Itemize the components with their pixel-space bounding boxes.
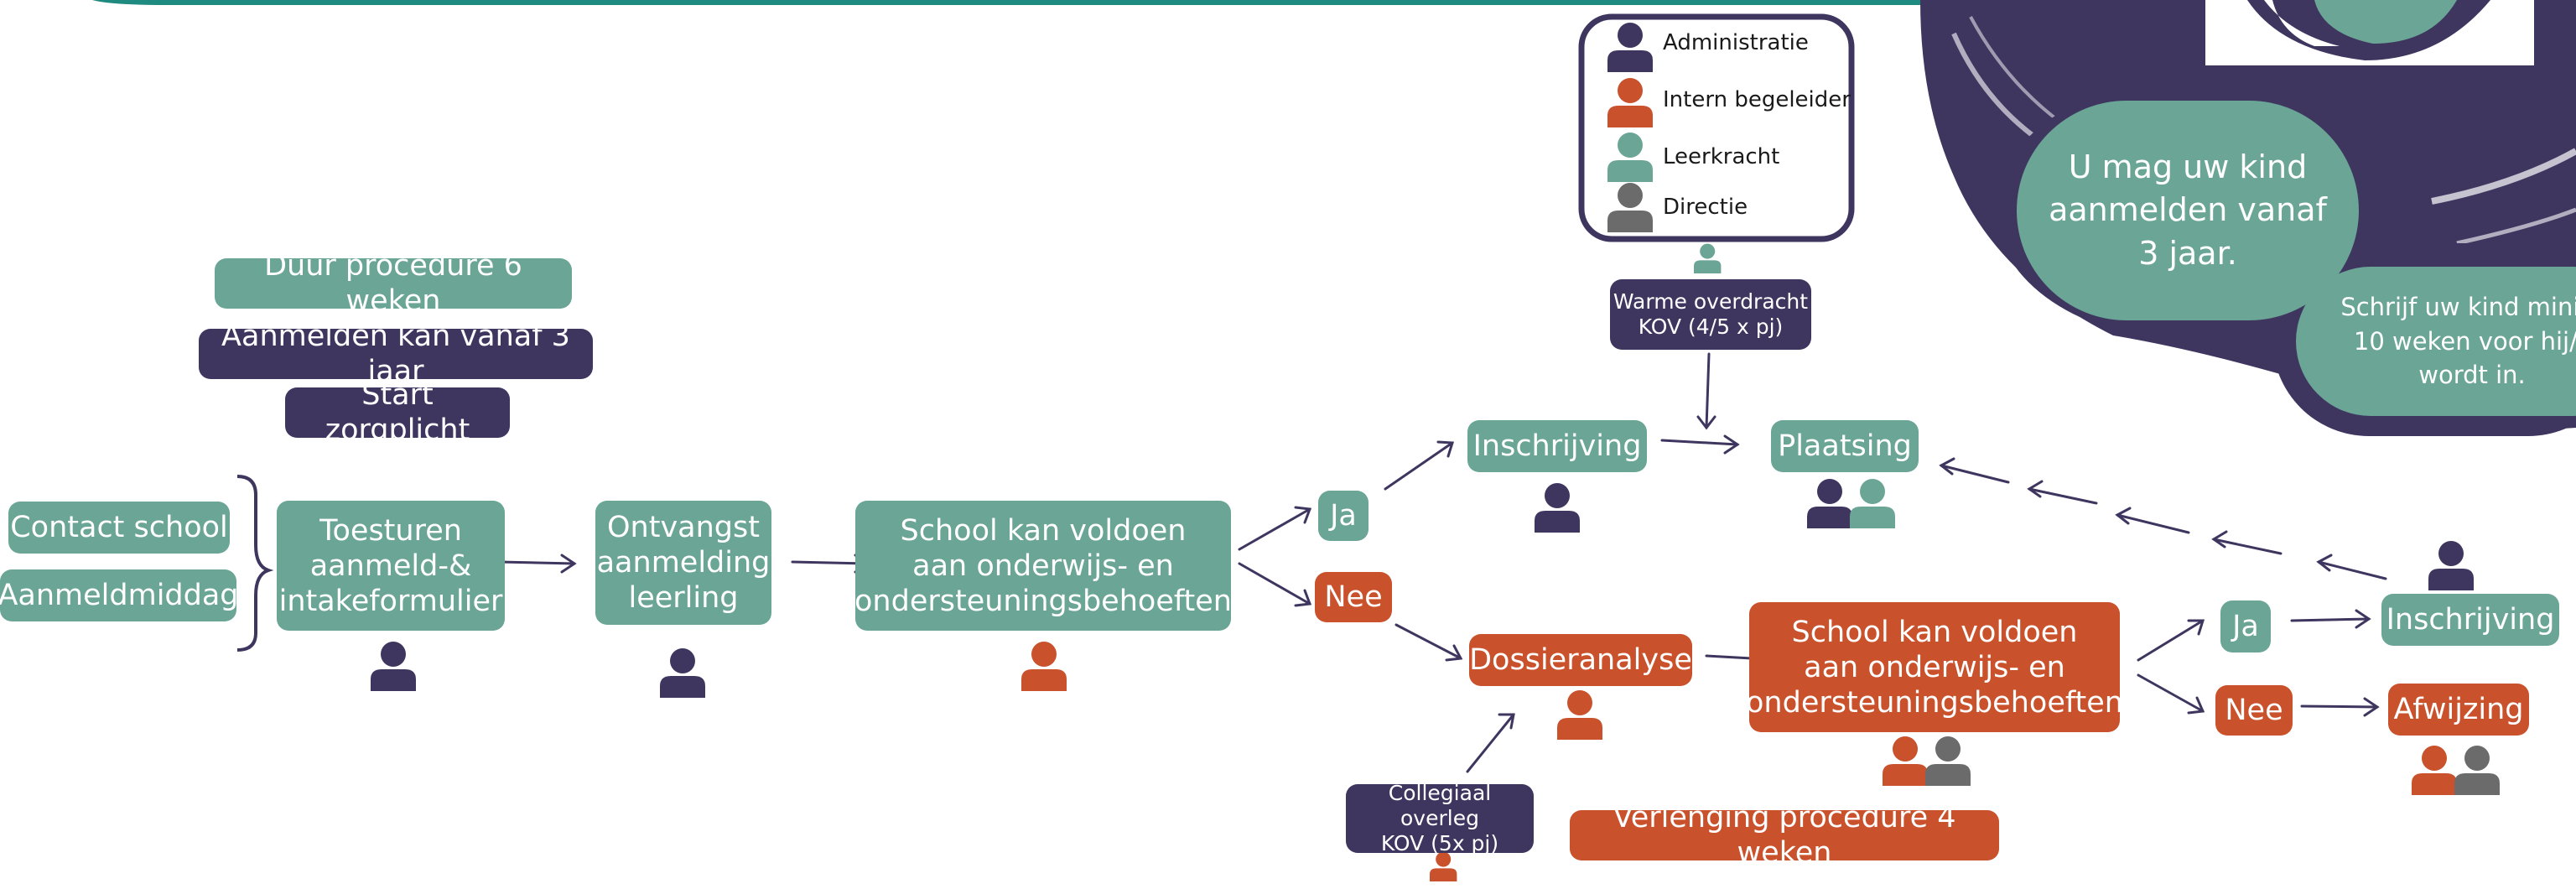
person-icon: [371, 642, 416, 691]
person-icon: [1925, 736, 1971, 786]
arrow-head: [2187, 619, 2205, 636]
arrow-dash: [2317, 560, 2387, 580]
arrow: [1238, 507, 1311, 551]
person-icon: [2454, 746, 2500, 795]
arrow-head: [1294, 506, 1312, 524]
legend-label-directie: Directie: [1663, 195, 1748, 220]
arrow-head: [1696, 415, 1716, 430]
arrow-head: [1939, 457, 1955, 476]
brush-streak: [2431, 148, 2576, 205]
photo-inner-white: [2264, 0, 2340, 46]
arrow-head: [1723, 434, 1740, 455]
arrow: [1394, 623, 1462, 660]
arrow-head: [2211, 530, 2228, 548]
arrow-head: [1294, 589, 1312, 607]
inschrijving-node-2: Inschrijving: [2381, 594, 2559, 646]
aanmeldmiddag-node: Aanmeldmiddag: [0, 569, 239, 621]
duur-procedure-label: Duur procedure 6 weken: [215, 249, 572, 318]
voldoen-node-1: School kan voldoen aan onderwijs- en ond…: [854, 501, 1232, 631]
person-icon: [1557, 690, 1602, 740]
info-bubble-aanmelden: U mag uw kind aanmelden vanaf 3 jaar.: [2017, 101, 2359, 320]
dossieranalyse-node: Dossieranalyse: [1469, 634, 1692, 686]
toesturen-node: Toesturen aanmeld-& intakeformulier: [277, 501, 505, 631]
person-icon: [660, 648, 705, 698]
legend-label-leerkracht: Leerkracht: [1663, 144, 1780, 169]
arrow: [1384, 441, 1454, 491]
arrow: [1705, 352, 1711, 429]
person-icon: [1021, 642, 1067, 691]
warme-overdracht-node: Warme overdracht KOV (4/5 x pj): [1610, 279, 1811, 350]
person-icon: [2428, 541, 2474, 590]
top-banner-edge: [92, 0, 1979, 5]
arrow-dash: [2028, 487, 2098, 505]
arrow-head: [2355, 609, 2371, 629]
person-icon: [2412, 746, 2457, 795]
arrow-head: [2115, 507, 2132, 525]
arrow: [2290, 617, 2371, 622]
person-icon: [1694, 243, 1722, 273]
arrow-head: [2363, 697, 2380, 717]
legend-label-intern-begeleider: Intern begeleider: [1663, 87, 1851, 112]
afwijzing-node: Afwijzing: [2388, 684, 2529, 736]
arrow-head: [1445, 644, 1463, 662]
arrow-dash: [1940, 464, 2010, 484]
curly-brace: [236, 475, 274, 652]
person-icon: [1535, 483, 1580, 533]
collegiaal-overleg-node: Collegiaal overleg KOV (5x pj): [1346, 781, 1534, 855]
arrow: [2137, 673, 2205, 713]
inschrijving-node-1: Inschrijving: [1467, 420, 1647, 472]
arrow-head: [1498, 713, 1515, 730]
photo-inner: [2314, 0, 2457, 44]
info-bubble-inschrijven: Schrijf uw kind minim 10 weken voor hij/…: [2296, 267, 2576, 416]
plaatsing-node: Plaatsing: [1771, 420, 1919, 472]
arrow-head: [1436, 440, 1455, 458]
verlenging-procedure-label: Verlenging procedure 4 weken: [1570, 801, 1999, 870]
arrow: [1238, 562, 1311, 606]
arrow: [497, 560, 576, 565]
legend-box: [1578, 13, 1855, 242]
ontvangst-node: Ontvangst aanmelding leerling: [595, 501, 771, 625]
voldoen-node-2: School kan voldoen aan onderwijs- en ond…: [1746, 602, 2123, 732]
arrow: [1466, 713, 1515, 773]
arrow: [2300, 704, 2379, 709]
arrow-dash: [2212, 538, 2283, 555]
nee-node-2: Nee: [2215, 685, 2293, 736]
arrow-head: [2027, 480, 2044, 498]
arrow-dash: [2116, 513, 2190, 534]
person-icon: [1850, 479, 1895, 528]
contact-school-node: Contact school: [8, 502, 230, 554]
legend-label-administratie: Administratie: [1663, 30, 1809, 55]
person-icon: [1883, 736, 1928, 786]
arrow: [1660, 439, 1739, 446]
person-icon: [1807, 479, 1852, 528]
ja-node-1: Ja: [1318, 491, 1368, 541]
nee-node-1: Nee: [1315, 572, 1392, 622]
arrow-head: [2316, 554, 2333, 572]
aanmelden-vanaf-label: Aanmelden kan vanaf 3 jaar: [199, 320, 593, 388]
arrow: [2137, 619, 2205, 662]
arrow-head: [2187, 696, 2205, 715]
arrow-head: [560, 554, 577, 574]
ja-node-2: Ja: [2220, 600, 2271, 652]
brush-streak: [2456, 207, 2576, 246]
start-zorgplicht-label: Start zorgplicht: [285, 378, 510, 447]
